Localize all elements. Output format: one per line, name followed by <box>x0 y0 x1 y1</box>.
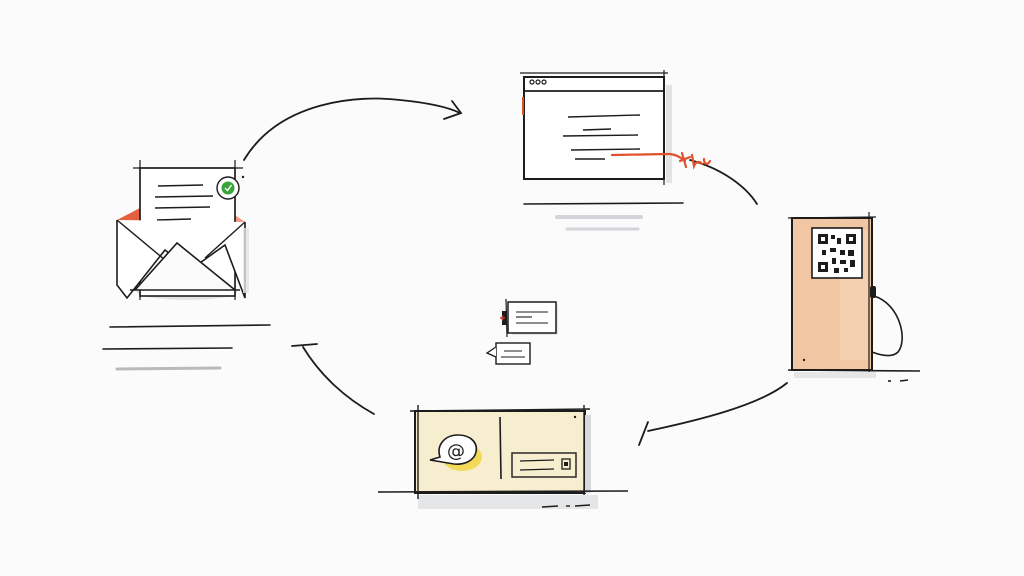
browser-window-icon <box>520 70 672 185</box>
postcard-at-symbol: @ <box>447 441 465 462</box>
envelope-caption-lines <box>102 324 271 371</box>
orange-squiggle-annotation <box>610 151 712 170</box>
envelope-node <box>102 160 271 371</box>
browser-node <box>520 70 712 231</box>
message-cards-icon <box>485 298 558 365</box>
arrow-kiosk-to-postcard <box>647 382 788 432</box>
message-cards-node <box>485 298 558 365</box>
arrow-head-icon <box>291 343 318 347</box>
stamp-icon <box>561 458 571 470</box>
message-card-1 <box>500 298 558 338</box>
at-speech-bubble-icon: @ <box>429 434 482 471</box>
qr-code-icon <box>811 227 863 279</box>
address-label <box>511 452 577 478</box>
message-card-2 <box>485 342 531 365</box>
arrow-envelope-to-browser <box>243 97 461 161</box>
browser-caption-lines <box>523 202 684 231</box>
kiosk-node <box>787 212 921 382</box>
arrow-postcard-to-envelope <box>302 346 375 415</box>
postcard-node: @ <box>377 405 629 509</box>
postcard-icon: @ <box>377 405 629 509</box>
arrow-head-icon <box>638 421 649 446</box>
check-badge-icon <box>216 176 240 200</box>
qr-code-kiosk-icon <box>787 212 921 382</box>
cable-icon <box>871 295 903 357</box>
window-dots-icon <box>529 79 547 85</box>
arrow-head-icon <box>443 100 463 120</box>
open-envelope-with-document-icon <box>116 160 249 300</box>
